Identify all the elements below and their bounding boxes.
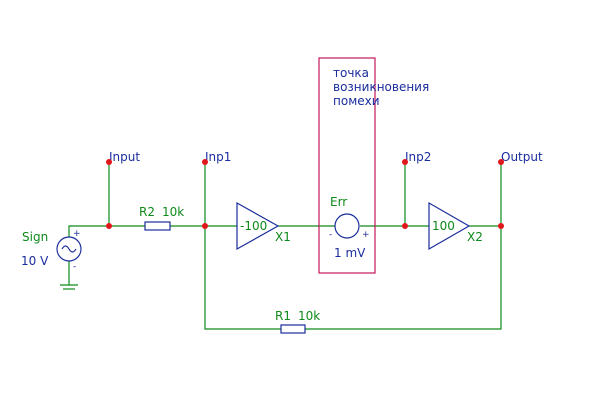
r2-name-label: R2 <box>139 205 155 219</box>
source-plus-sign: + <box>73 229 81 239</box>
x2-amplifier[interactable] <box>428 201 471 251</box>
annotation-line-3: помехи <box>333 94 380 108</box>
annotation-line-1: точка <box>333 66 369 80</box>
r1-name-label: R1 <box>275 309 291 323</box>
err-voltage-source[interactable] <box>334 213 360 239</box>
err-value-label: 1 mV <box>334 246 366 260</box>
node-input-probe[interactable] <box>106 159 112 165</box>
r2-value-label: 10k <box>162 205 184 219</box>
node-inp1-junction <box>202 223 208 229</box>
ground-symbol <box>60 284 78 290</box>
probe-input-label: Input <box>109 150 140 164</box>
node-output-junction <box>498 223 504 229</box>
noise-injection-box <box>318 57 376 274</box>
wire-feedback-right <box>305 226 502 330</box>
ac-voltage-source[interactable] <box>56 236 82 262</box>
err-minus-sign: - <box>329 230 332 240</box>
annotation-line-2: возникновения <box>333 80 429 94</box>
source-value-label: 10 V <box>21 254 49 268</box>
x1-amplifier[interactable] <box>236 201 280 251</box>
wires <box>68 162 502 330</box>
r1-value-label: 10k <box>298 309 320 323</box>
probe-inp1-label: Inp1 <box>205 150 231 164</box>
probe-inp2-label: Inp2 <box>405 150 431 164</box>
node-input-junction <box>106 223 112 229</box>
x2-gain-label: 100 <box>432 219 455 233</box>
source-name-label: Sign <box>22 230 48 244</box>
r1-resistor[interactable] <box>280 324 306 334</box>
nodes <box>106 159 504 229</box>
source-minus-sign: - <box>73 262 76 272</box>
wire-feedback-left <box>204 226 281 330</box>
wire-source-to-r2 <box>68 225 145 237</box>
node-inp1-probe[interactable] <box>202 159 208 165</box>
err-name-label: Err <box>330 195 347 209</box>
r2-resistor[interactable] <box>144 221 171 231</box>
node-output-probe[interactable] <box>498 159 504 165</box>
x2-name-label: X2 <box>467 230 483 244</box>
x1-gain-label: -100 <box>240 219 267 233</box>
x1-name-label: X1 <box>275 230 291 244</box>
err-plus-sign: + <box>362 230 370 240</box>
node-inp2-junction <box>402 223 408 229</box>
node-inp2-probe[interactable] <box>402 159 408 165</box>
probe-output-label: Output <box>501 150 543 164</box>
